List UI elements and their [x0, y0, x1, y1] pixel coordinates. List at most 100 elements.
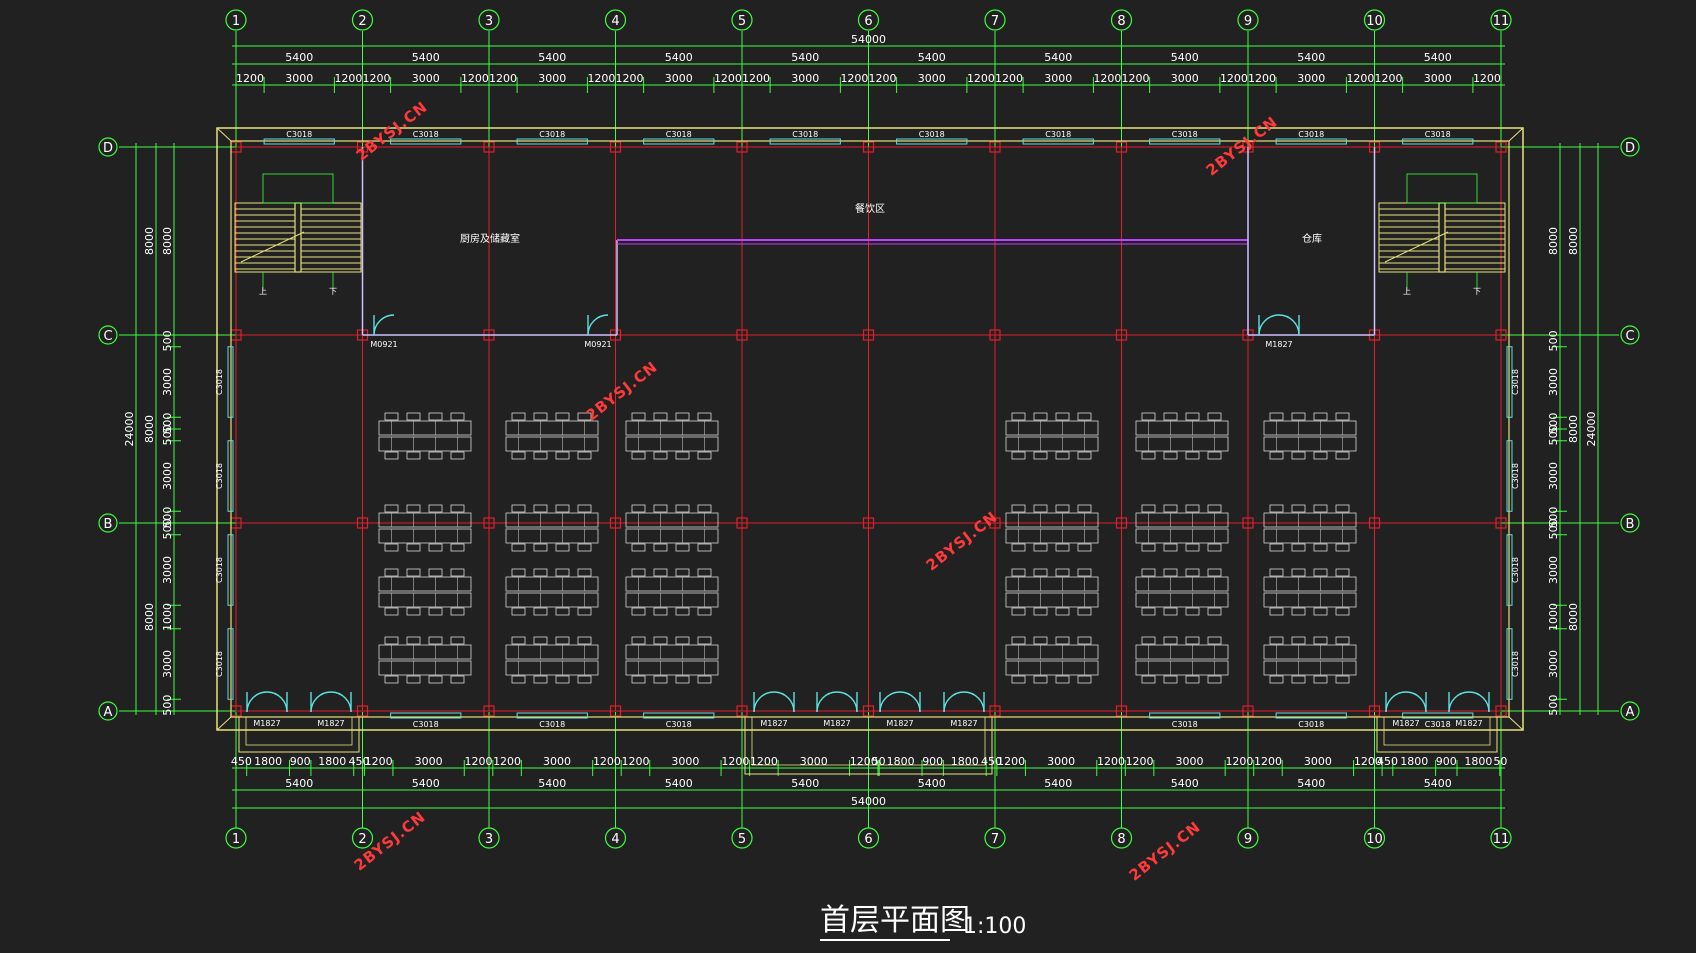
- chair: [631, 568, 646, 577]
- dim-top-bays-text: 5400: [918, 51, 946, 64]
- chair: [1313, 451, 1328, 460]
- door-small-2: [587, 314, 609, 336]
- door-bottom: [310, 691, 332, 713]
- dining-table: [1005, 420, 1099, 436]
- chair: [1141, 607, 1156, 616]
- axis-bubble-10: [1363, 9, 1386, 31]
- dim-right-bays-text: 8000: [1567, 415, 1580, 443]
- dining-table: [505, 592, 599, 608]
- chair: [428, 504, 443, 513]
- dining-table: [378, 528, 472, 544]
- dim-bottom-sub-text: 1200: [493, 755, 521, 768]
- dimension-lines: [98, 9, 1640, 849]
- door-bottom: [1468, 691, 1490, 713]
- stair-right-well: [1378, 202, 1506, 273]
- dim-bottom-bays-text: 5400: [1171, 777, 1199, 790]
- chair: [1011, 451, 1026, 460]
- dining-table: [1263, 528, 1357, 544]
- structural-column: [609, 517, 622, 529]
- dim-bottom-sub-text: 450: [1377, 755, 1398, 768]
- chair: [1313, 504, 1328, 513]
- watermark-stamp: 2BYSJ.CN: [923, 508, 1002, 575]
- chair: [1291, 451, 1306, 460]
- axis-bubble-2: [351, 9, 374, 31]
- chair: [1033, 543, 1048, 552]
- dining-table: [378, 644, 472, 660]
- dim-bottom-sub-text: 1200: [1354, 755, 1382, 768]
- dim-right-bays-text: 8000: [1567, 603, 1580, 631]
- structural-column: [862, 141, 875, 153]
- door-label-bottom: M1827: [760, 719, 787, 728]
- axis-bubble-D: [1620, 137, 1640, 157]
- dim-left-sub-text: 500: [161, 518, 174, 539]
- dim-bottom-sub-text: 1800: [1464, 755, 1492, 768]
- chair: [450, 504, 465, 513]
- axis-label-7: 7: [991, 14, 999, 29]
- axis-label-8: 8: [1117, 14, 1125, 29]
- dim-top-sub-text: 1200: [995, 72, 1023, 85]
- dim-bottom-sub-text: 450: [349, 755, 370, 768]
- dining-table: [1135, 592, 1229, 608]
- wall-corner: [1508, 716, 1524, 731]
- structural-column: [1368, 705, 1381, 717]
- dining-table: [378, 420, 472, 436]
- dim-right-d-c-text: 8000: [1547, 227, 1560, 255]
- chair: [533, 543, 548, 552]
- dim-top-sub-text: 1200: [461, 72, 489, 85]
- watermark-stamp: 2BYSJ.CN: [1203, 113, 1282, 180]
- dining-table: [1135, 420, 1229, 436]
- axis-label-D: D: [1625, 141, 1635, 156]
- window-label-top: C3018: [1298, 130, 1324, 139]
- chair: [406, 568, 421, 577]
- dining-table: [625, 528, 719, 544]
- chair: [653, 607, 668, 616]
- structural-column: [1368, 517, 1381, 529]
- chair: [1185, 412, 1200, 421]
- window-bottom: [1149, 712, 1221, 719]
- chair: [1077, 451, 1092, 460]
- window-side: [1506, 534, 1513, 606]
- dim-right-sub-text: 3000: [1547, 650, 1560, 678]
- chair: [1291, 675, 1306, 684]
- entrance-step: [751, 716, 986, 766]
- window-side: [227, 346, 234, 418]
- dim-right-bays-text: 8000: [1567, 227, 1580, 255]
- dim-top-sub-text: 3000: [1297, 72, 1325, 85]
- dining-table: [625, 660, 719, 676]
- chair: [511, 675, 526, 684]
- chair: [406, 504, 421, 513]
- chair: [653, 568, 668, 577]
- dim-right-sub-text: 500: [1547, 413, 1560, 434]
- structural-column: [989, 517, 1001, 529]
- chair: [697, 675, 712, 684]
- chair: [511, 607, 526, 616]
- chair: [555, 568, 570, 577]
- axis-label-A: A: [1626, 705, 1635, 720]
- dim-top-bays-text: 5400: [791, 51, 819, 64]
- chair: [428, 636, 443, 645]
- window-label-side: C3018: [215, 369, 224, 395]
- door-small-2-label: M0921: [584, 340, 611, 349]
- window-bottom: [1275, 712, 1347, 719]
- window-side: [227, 440, 234, 512]
- dim-left-sub-text: 500: [161, 413, 174, 434]
- door-store: [1258, 314, 1280, 336]
- dim-top-sub-text: 1200: [1248, 72, 1276, 85]
- stair-left-well: [234, 202, 362, 273]
- axis-bubble-7: [984, 827, 1006, 849]
- door-label-bottom: M1827: [823, 719, 850, 728]
- chair: [1313, 568, 1328, 577]
- window-label-bottom: C3018: [1298, 720, 1324, 729]
- dim-right-sub-text: 500: [1547, 330, 1560, 351]
- axis-label-1: 1: [232, 832, 240, 847]
- dim-bottom-sub-text: 3000: [1304, 755, 1332, 768]
- door-label-bottom: M1827: [1455, 719, 1482, 728]
- axis-label-9: 9: [1244, 14, 1252, 29]
- chair: [1141, 675, 1156, 684]
- structural-column: [356, 705, 369, 717]
- dining-table: [505, 528, 599, 544]
- dim-top-sub-text: 1200: [869, 72, 897, 85]
- dim-left-sub-text: 3000: [161, 556, 174, 584]
- dim-left-sub-text: 500: [161, 424, 174, 445]
- dim-left-sub-text: 3000: [161, 368, 174, 396]
